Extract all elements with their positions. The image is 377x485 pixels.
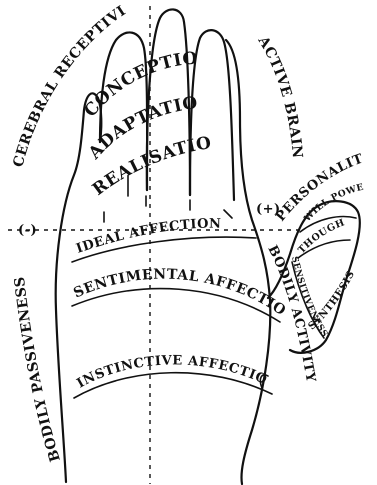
label-active-brain: ACTIVE BRAIN — [254, 33, 305, 159]
label-ideal-affection: IDEAL AFFECTION — [74, 217, 221, 257]
label-synthesis: SYNTHESIS — [306, 269, 357, 332]
label-positive-sign: (+) — [256, 202, 281, 217]
joint-mark — [224, 210, 232, 218]
label-instinctive-affection: INSTINCTIVE AFFECTION — [0, 0, 269, 391]
hand-right-edge — [226, 40, 270, 484]
label-negative-sign: (-) — [18, 223, 37, 238]
